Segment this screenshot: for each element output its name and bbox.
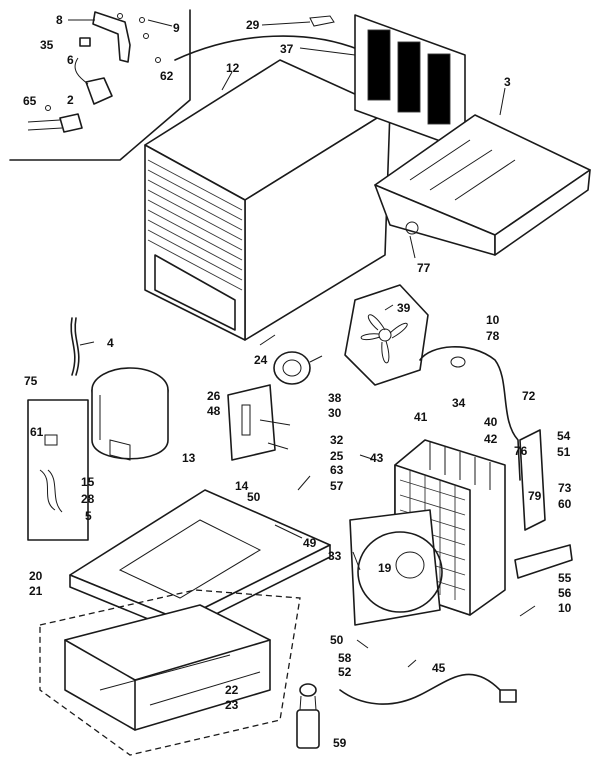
callout-30: 30 bbox=[328, 406, 342, 420]
callout-76: 76 bbox=[514, 444, 528, 458]
callout-48: 48 bbox=[207, 404, 221, 418]
callout-34: 34 bbox=[452, 396, 466, 410]
callout-3: 3 bbox=[504, 75, 511, 89]
callout-62: 62 bbox=[160, 69, 174, 83]
callout-59: 59 bbox=[333, 736, 347, 750]
callout-50-bottom: 50 bbox=[330, 633, 344, 647]
callout-61: 61 bbox=[30, 425, 44, 439]
callout-50-top: 50 bbox=[247, 490, 261, 504]
callout-43: 43 bbox=[370, 451, 384, 465]
callout-65: 65 bbox=[23, 94, 37, 108]
control-inset bbox=[9, 9, 191, 161]
power-cord bbox=[339, 673, 511, 705]
side-bracket bbox=[514, 544, 573, 579]
callout-14: 14 bbox=[235, 479, 249, 493]
callout-10-bottom: 10 bbox=[558, 601, 572, 615]
callout-21: 21 bbox=[29, 584, 43, 598]
callout-25: 25 bbox=[330, 449, 344, 463]
kit-box bbox=[27, 399, 89, 541]
callout-77: 77 bbox=[417, 261, 431, 275]
cabinet bbox=[144, 59, 391, 341]
callout-35: 35 bbox=[40, 38, 54, 52]
callout-42: 42 bbox=[484, 432, 498, 446]
fan-assembly bbox=[344, 284, 429, 386]
callout-52: 52 bbox=[338, 665, 352, 679]
callout-49: 49 bbox=[303, 536, 317, 550]
callout-13: 13 bbox=[182, 451, 196, 465]
shroud bbox=[349, 509, 443, 626]
callout-2: 2 bbox=[67, 93, 74, 107]
water-tray bbox=[374, 114, 591, 256]
fan-motor bbox=[273, 351, 323, 385]
callout-6: 6 bbox=[67, 53, 74, 67]
callout-9: 9 bbox=[173, 21, 180, 35]
callout-32: 32 bbox=[330, 433, 344, 447]
callout-4: 4 bbox=[107, 336, 114, 350]
callout-10-top: 10 bbox=[486, 313, 500, 327]
callout-57: 57 bbox=[330, 479, 344, 493]
callout-58: 58 bbox=[338, 651, 352, 665]
callout-63: 63 bbox=[330, 463, 344, 477]
callout-54: 54 bbox=[557, 429, 571, 443]
callout-22: 22 bbox=[225, 683, 239, 697]
tube-40 bbox=[419, 346, 521, 481]
drain-bottle bbox=[296, 683, 320, 749]
callout-15: 15 bbox=[81, 475, 95, 489]
callout-73: 73 bbox=[558, 481, 572, 495]
callout-19: 19 bbox=[378, 561, 392, 575]
callout-72: 72 bbox=[522, 389, 536, 403]
callout-75: 75 bbox=[24, 374, 38, 388]
callout-51: 51 bbox=[557, 445, 571, 459]
compressor bbox=[91, 367, 169, 461]
callout-45: 45 bbox=[432, 661, 446, 675]
callout-60: 60 bbox=[558, 497, 572, 511]
callout-5: 5 bbox=[85, 509, 92, 523]
callout-29: 29 bbox=[246, 18, 260, 32]
callout-56: 56 bbox=[558, 586, 572, 600]
callout-labels: 8 9 35 6 62 2 65 29 37 12 3 77 4 75 61 1… bbox=[23, 13, 572, 750]
callout-23: 23 bbox=[225, 698, 239, 712]
callout-40: 40 bbox=[484, 415, 498, 429]
callout-41: 41 bbox=[414, 410, 428, 424]
callout-39: 39 bbox=[397, 301, 411, 315]
base-frame bbox=[39, 589, 301, 756]
leader-lines bbox=[68, 19, 536, 668]
callout-55: 55 bbox=[558, 571, 572, 585]
line-37 bbox=[174, 35, 361, 61]
evaporator bbox=[354, 14, 466, 151]
callout-78: 78 bbox=[486, 329, 500, 343]
callout-26: 26 bbox=[207, 389, 221, 403]
callout-8: 8 bbox=[56, 13, 63, 27]
callout-20: 20 bbox=[29, 569, 43, 583]
wiring-4 bbox=[70, 317, 80, 376]
callout-33: 33 bbox=[328, 549, 342, 563]
callout-38: 38 bbox=[328, 391, 342, 405]
callout-24: 24 bbox=[254, 353, 268, 367]
callout-37: 37 bbox=[280, 42, 294, 56]
callout-79: 79 bbox=[528, 489, 542, 503]
mount-bracket bbox=[227, 384, 276, 461]
callout-12: 12 bbox=[226, 61, 240, 75]
callout-28: 28 bbox=[81, 492, 95, 506]
